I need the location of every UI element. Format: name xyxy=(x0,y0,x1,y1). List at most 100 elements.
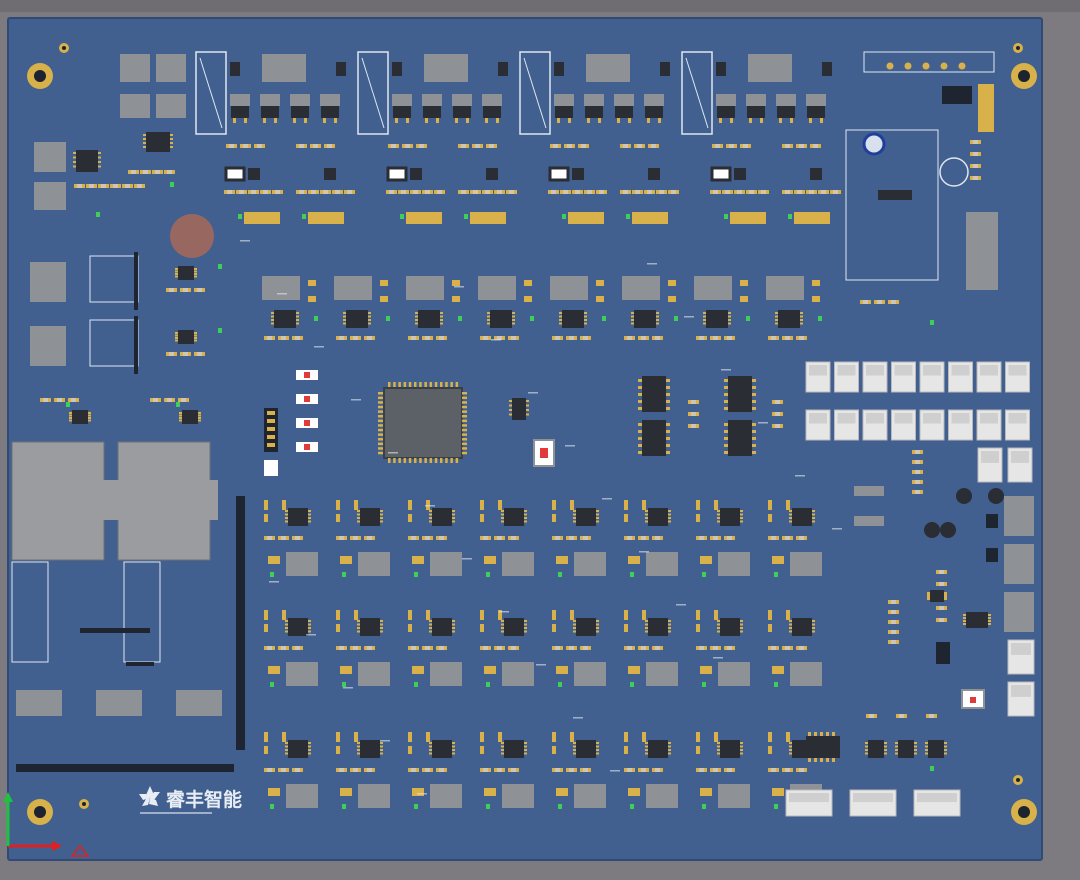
solder-pad xyxy=(292,536,295,540)
solder-pad xyxy=(888,610,891,614)
solder-pad xyxy=(179,412,182,414)
solder-pad xyxy=(717,627,720,629)
smd-resistor xyxy=(929,714,934,718)
smd-resistor xyxy=(729,144,734,148)
solder-pad xyxy=(462,428,467,432)
solder-pad xyxy=(304,144,307,148)
channel-inductor xyxy=(718,784,750,808)
solder-pad xyxy=(820,118,823,123)
solder-pad xyxy=(194,288,197,292)
solder-pad xyxy=(696,412,699,416)
solder-pad xyxy=(501,742,504,744)
smd-resistor xyxy=(915,490,920,494)
solder-pad xyxy=(666,444,670,447)
smd-resistor xyxy=(267,536,272,540)
solder-pad xyxy=(552,514,556,522)
smd-resistor xyxy=(167,398,172,402)
solder-pad xyxy=(580,768,583,772)
smd-resistor xyxy=(227,190,232,194)
solder-pad xyxy=(596,627,599,629)
solder-pad xyxy=(624,514,628,522)
channel-inductor xyxy=(646,662,678,686)
smd-resistor xyxy=(511,768,516,772)
solder-pad xyxy=(462,424,467,427)
solder-pad xyxy=(418,190,421,194)
mosfet-tab xyxy=(746,94,766,106)
solder-pad xyxy=(826,758,829,762)
via-hole xyxy=(62,46,66,50)
solder-pad xyxy=(740,520,743,523)
solder-pad xyxy=(580,646,583,650)
solder-pad xyxy=(344,190,347,194)
axis-gizmo[interactable] xyxy=(3,792,90,857)
component-layer xyxy=(11,43,1037,825)
solder-pad xyxy=(566,336,569,340)
solder-pad xyxy=(904,714,907,718)
solder-pad xyxy=(508,336,511,340)
solder-pad xyxy=(645,627,648,629)
solder-pad xyxy=(402,144,405,148)
solder-pad xyxy=(430,190,433,194)
solder-pad xyxy=(452,627,455,629)
solder-pad xyxy=(350,646,353,650)
smd-resistor xyxy=(181,398,186,402)
solder-pad xyxy=(134,184,137,188)
solder-pad xyxy=(282,732,286,742)
smd-resistor xyxy=(775,412,780,416)
solder-pad xyxy=(429,752,432,755)
solder-pad xyxy=(645,623,648,626)
solder-pad xyxy=(628,190,631,194)
solder-pad xyxy=(717,742,720,744)
solder-pad xyxy=(780,412,783,416)
solder-pad xyxy=(704,768,707,772)
solder-pad xyxy=(380,517,383,519)
smd-resistor xyxy=(569,336,574,340)
solder-pad xyxy=(963,617,966,619)
solder-pad xyxy=(925,745,928,748)
smd-resistor xyxy=(785,144,790,148)
solder-pad xyxy=(350,768,353,772)
solder-pad xyxy=(645,620,648,622)
silkscreen-mark xyxy=(536,664,546,666)
solder-pad xyxy=(408,768,411,772)
solder-pad xyxy=(896,630,899,634)
solder-pad xyxy=(408,500,412,510)
solder-pad xyxy=(296,312,299,314)
solder-pad xyxy=(501,745,504,748)
solder-pad xyxy=(812,510,815,512)
solder-pad xyxy=(194,334,197,337)
solder-pad xyxy=(920,450,923,454)
solder-pad xyxy=(343,312,346,314)
solder-pad xyxy=(573,749,576,751)
solder-pad xyxy=(268,556,280,564)
solder-pad xyxy=(668,623,671,626)
solder-pad xyxy=(398,458,401,463)
solder-pad xyxy=(746,190,749,194)
mounting-hole xyxy=(34,806,46,818)
solder-pad xyxy=(178,398,181,402)
solder-pad xyxy=(574,768,577,772)
solder-pad xyxy=(645,630,648,633)
solder-pad xyxy=(434,190,437,194)
solder-pad xyxy=(524,280,532,286)
smd-resistor xyxy=(813,144,818,148)
solder-pad xyxy=(412,788,424,796)
silkscreen-mark xyxy=(425,505,435,507)
solder-pad xyxy=(724,379,728,382)
header-pin xyxy=(904,62,912,70)
solder-pad xyxy=(160,170,163,174)
solder-pad xyxy=(782,646,785,650)
solder-pad xyxy=(628,666,640,674)
channel-inductor xyxy=(718,662,750,686)
solder-pad xyxy=(696,610,700,620)
led-indicator xyxy=(66,402,70,407)
solder-pad xyxy=(179,414,182,417)
connector-slot xyxy=(917,793,957,803)
solder-pad xyxy=(274,118,277,123)
solder-pad xyxy=(696,624,700,632)
solder-pad xyxy=(308,280,316,286)
smd-resistor xyxy=(939,570,944,574)
solder-pad xyxy=(668,745,671,748)
